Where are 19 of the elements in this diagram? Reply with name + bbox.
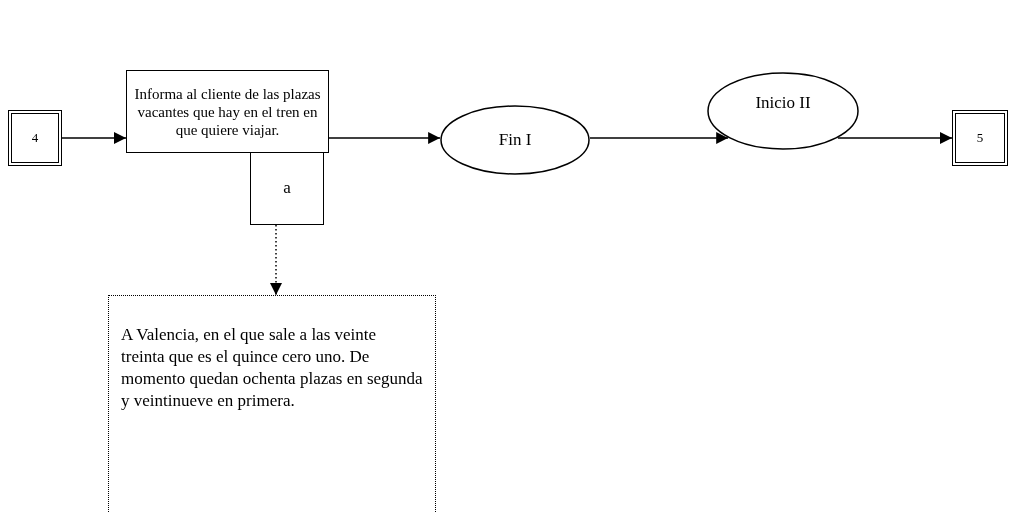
node-label: 5 <box>976 129 984 147</box>
arrow <box>837 132 953 144</box>
node-label: Informa al cliente de las plazas vacantes que hay en el tren en que quiere viajar. <box>133 84 322 139</box>
arrow <box>61 132 127 144</box>
arrow <box>328 132 441 144</box>
end-ellipse <box>440 105 590 175</box>
connector-box <box>8 110 62 166</box>
node-label: 4 <box>31 129 39 147</box>
node-label: Inicio II <box>755 92 811 114</box>
connector-box <box>952 110 1008 166</box>
note-text: A Valencia, en el que sale a las veinte treinta que es el quince cero uno. De momento quedan ochenta plazas en segunda y veintinueve en primera. <box>121 324 423 413</box>
process-box <box>126 70 329 153</box>
node-label: Fin I <box>498 128 532 151</box>
start-ellipse <box>707 72 859 150</box>
note-box <box>108 295 436 512</box>
arrow <box>589 132 729 144</box>
note-tag-box <box>250 152 324 225</box>
node-label: a <box>283 177 291 200</box>
arrow <box>270 224 282 296</box>
